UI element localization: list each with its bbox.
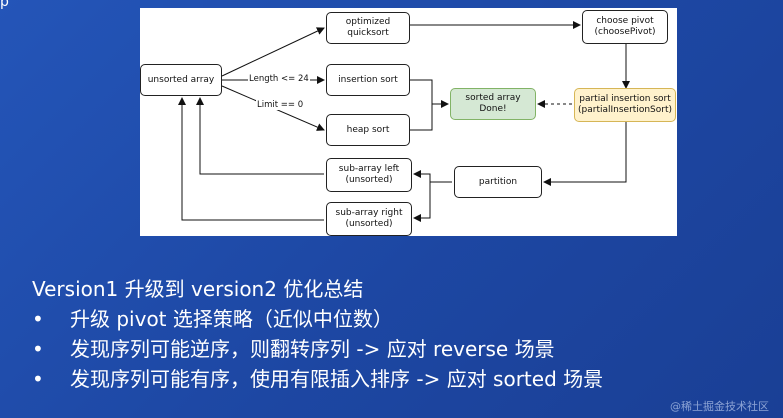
summary-bullet-text: 升级 pivot 选择策略（近似中位数） [70,307,393,331]
node-optimized-quicksort: optimized quicksort [326,12,410,44]
watermark: @稀土掘金技术社区 [670,400,769,413]
summary-block: Version1 升级到 version2 优化总结 • 升级 pivot 选择… [32,274,603,394]
node-sub-array-right: sub-array right (unsorted) [326,202,412,236]
summary-title: Version1 升级到 version2 优化总结 [32,277,364,301]
edge-label-limit: Limit == 0 [256,100,305,110]
edge-right-to-unsorted [178,97,324,221]
node-insertion-sort: insertion sort [326,64,410,96]
edge-partition-to-left [413,170,452,183]
corner-glyph: p [0,0,9,10]
node-sub-array-left: sub-array left (unsorted) [326,158,412,192]
flowchart-panel: unsorted array optimized quicksort inser… [140,8,677,236]
summary-bullet: • 发现序列可能有序，使用有限插入排序 -> 应对 sorted 场景 [32,364,603,394]
summary-bullet: • 升级 pivot 选择策略（近似中位数） [32,304,603,334]
node-sorted-array-done: sorted array Done! [450,88,536,120]
bullet-dot-icon: • [32,337,44,361]
edge-heap-to-sorted [410,103,448,131]
summary-bullet-text: 发现序列可能有序，使用有限插入排序 -> 应对 sorted 场景 [70,367,604,391]
node-heap-sort: heap sort [326,114,410,146]
edge-left-to-unsorted [196,97,324,175]
edge-partial-to-partition [543,122,627,186]
edge-partition-to-right [413,182,431,222]
edge-unsorted-to-quicksort [221,27,325,77]
edge-insertion-to-sorted [410,79,449,108]
node-choose-pivot: choose pivot (choosePivot) [582,10,668,44]
node-partition: partition [454,166,542,198]
summary-bullet: • 发现序列可能逆序，则翻转序列 -> 应对 reverse 场景 [32,334,603,364]
bullet-dot-icon: • [32,307,44,331]
node-unsorted-array: unsorted array [140,64,222,96]
node-partial-insertion-sort: partial insertion sort (partialInsertion… [574,88,676,122]
summary-bullet-text: 发现序列可能逆序，则翻转序列 -> 应对 reverse 场景 [70,337,555,361]
bullet-dot-icon: • [32,367,44,391]
edge-label-length: Length <= 24 [248,74,310,84]
